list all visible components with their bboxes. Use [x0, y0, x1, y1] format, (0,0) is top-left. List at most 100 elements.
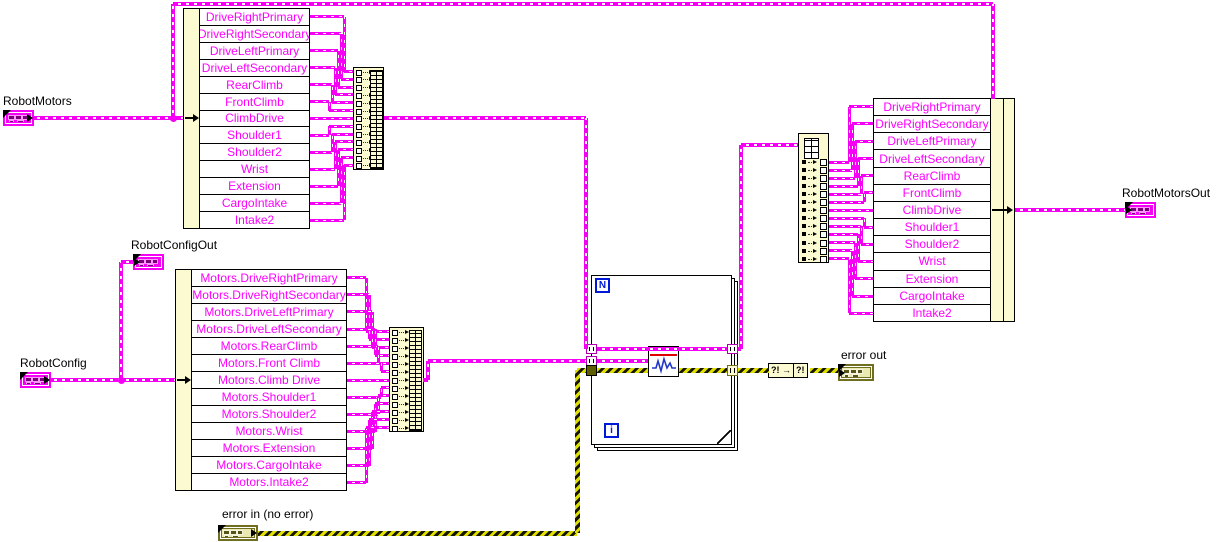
cluster-wire[interactable]: [584, 118, 588, 349]
robot-config-out-terminal[interactable]: [133, 254, 164, 270]
cluster-wire[interactable]: [829, 241, 855, 244]
cluster-wire[interactable]: [327, 126, 331, 136]
cluster-wire[interactable]: [991, 4, 995, 99]
robot-motors-terminal[interactable]: [3, 110, 34, 126]
cluster-wire[interactable]: [853, 242, 857, 279]
cluster-wire[interactable]: [347, 395, 381, 399]
cluster-wire[interactable]: [329, 109, 353, 113]
error-out-tunnel[interactable]: [727, 365, 738, 376]
cluster-wire[interactable]: [333, 67, 337, 95]
cluster-field-cargointake[interactable]: CargoIntake: [874, 286, 990, 304]
cluster-wire[interactable]: [850, 250, 854, 297]
cluster-wire[interactable]: [829, 232, 858, 236]
cluster-wire[interactable]: [372, 346, 389, 349]
error-tunnel[interactable]: [586, 365, 597, 376]
cluster-field-motors-driveleftsecondary[interactable]: Motors.DriveLeftSecondary: [192, 320, 346, 337]
auto-index-tunnel[interactable]: [727, 344, 738, 354]
cluster-wire[interactable]: [342, 165, 346, 221]
cluster-wire[interactable]: [310, 151, 332, 154]
cluster-wire[interactable]: [741, 143, 798, 147]
cluster-wire[interactable]: [381, 386, 389, 389]
cluster-wire[interactable]: [119, 262, 123, 380]
cluster-wire[interactable]: [330, 84, 334, 103]
cluster-wire[interactable]: [347, 310, 372, 314]
cluster-field-motors-cargointake[interactable]: Motors.CargoIntake: [192, 456, 346, 473]
cluster-wire[interactable]: [344, 70, 353, 73]
cluster-field-frontclimb[interactable]: FrontClimb: [874, 183, 990, 201]
cluster-wire[interactable]: [336, 149, 340, 187]
cluster-wire[interactable]: [856, 234, 860, 262]
cluster-wire[interactable]: [347, 344, 378, 348]
cluster-wire[interactable]: [738, 347, 741, 351]
cluster-wire[interactable]: [339, 157, 343, 204]
cluster-wire[interactable]: [852, 294, 873, 298]
error-wire[interactable]: [574, 370, 580, 533]
cluster-field-motors-climb-drive[interactable]: Motors.Climb Drive: [192, 371, 346, 388]
cluster-field-climbdrive[interactable]: ClimbDrive: [200, 109, 309, 127]
error-wire[interactable]: [597, 367, 648, 373]
cluster-wire[interactable]: [310, 49, 338, 52]
cluster-wire[interactable]: [379, 363, 383, 372]
cluster-wire[interactable]: [367, 294, 371, 340]
cluster-wire[interactable]: [852, 122, 873, 126]
cluster-field-driverightsecondary[interactable]: DriveRightSecondary: [200, 24, 309, 41]
cluster-wire[interactable]: [336, 50, 340, 88]
cluster-field-motors-extension[interactable]: Motors.Extension: [192, 439, 346, 456]
cluster-wire[interactable]: [121, 260, 133, 264]
error-wire[interactable]: [679, 367, 727, 373]
motor-subvi-icon[interactable]: [648, 346, 679, 377]
cluster-wire[interactable]: [858, 156, 873, 160]
cluster-wire[interactable]: [341, 77, 353, 81]
cluster-wire[interactable]: [347, 293, 369, 297]
cluster-wire[interactable]: [32, 116, 183, 120]
cluster-field-rearclimb[interactable]: RearClimb: [874, 166, 990, 184]
cluster-wire[interactable]: [829, 184, 858, 188]
cluster-field-driveleftprimary[interactable]: DriveLeftPrimary: [874, 132, 990, 149]
cluster-field-driverightsecondary[interactable]: DriveRightSecondary: [874, 115, 990, 132]
cluster-wire[interactable]: [829, 224, 861, 228]
cluster-wire[interactable]: [171, 4, 175, 118]
cluster-wire[interactable]: [310, 15, 344, 18]
cluster-wire[interactable]: [335, 93, 353, 97]
cluster-wire[interactable]: [849, 105, 873, 109]
cluster-field-shoulder2[interactable]: Shoulder2: [200, 143, 309, 160]
cluster-wire[interactable]: [829, 192, 861, 196]
cluster-wire[interactable]: [342, 16, 346, 72]
cluster-wire[interactable]: [859, 175, 863, 195]
cluster-wire[interactable]: [339, 33, 343, 80]
cluster-field-driverightprimary[interactable]: DriveRightPrimary: [205, 9, 304, 24]
cluster-wire[interactable]: [347, 327, 375, 331]
cluster-wire[interactable]: [347, 276, 366, 280]
cluster-field-climbdrive[interactable]: ClimbDrive: [874, 200, 990, 218]
error-in-terminal[interactable]: [218, 525, 258, 541]
cluster-wire[interactable]: [862, 192, 866, 203]
cluster-wire[interactable]: [378, 394, 389, 397]
cluster-wire[interactable]: [597, 347, 727, 351]
cluster-field-extension[interactable]: Extension: [200, 177, 309, 194]
cluster-wire[interactable]: [384, 116, 586, 120]
cluster-wire[interactable]: [372, 410, 389, 413]
cluster-wire[interactable]: [423, 378, 428, 382]
cluster-wire[interactable]: [373, 403, 377, 432]
error-out-terminal[interactable]: [838, 364, 874, 381]
cluster-wire[interactable]: [332, 101, 353, 105]
cluster-wire[interactable]: [369, 338, 389, 341]
cluster-field-intake2[interactable]: Intake2: [200, 211, 309, 228]
cluster-wire[interactable]: [310, 117, 353, 120]
cluster-wire[interactable]: [310, 219, 344, 222]
cluster-wire[interactable]: [861, 174, 873, 178]
cluster-wire[interactable]: [366, 330, 389, 333]
cluster-wire[interactable]: [310, 185, 338, 188]
cluster-wire[interactable]: [597, 359, 648, 363]
cluster-wire[interactable]: [829, 160, 849, 164]
cluster-wire[interactable]: [49, 378, 175, 382]
cluster-wire[interactable]: [338, 148, 353, 152]
cluster-field-driveleftsecondary[interactable]: DriveLeftSecondary: [874, 149, 990, 166]
cluster-wire[interactable]: [855, 277, 873, 281]
cluster-field-motors-shoulder2[interactable]: Motors.Shoulder2: [192, 405, 346, 422]
cluster-field-cargointake[interactable]: CargoIntake: [200, 194, 309, 211]
cluster-wire[interactable]: [739, 145, 743, 349]
cluster-wire[interactable]: [373, 329, 377, 356]
